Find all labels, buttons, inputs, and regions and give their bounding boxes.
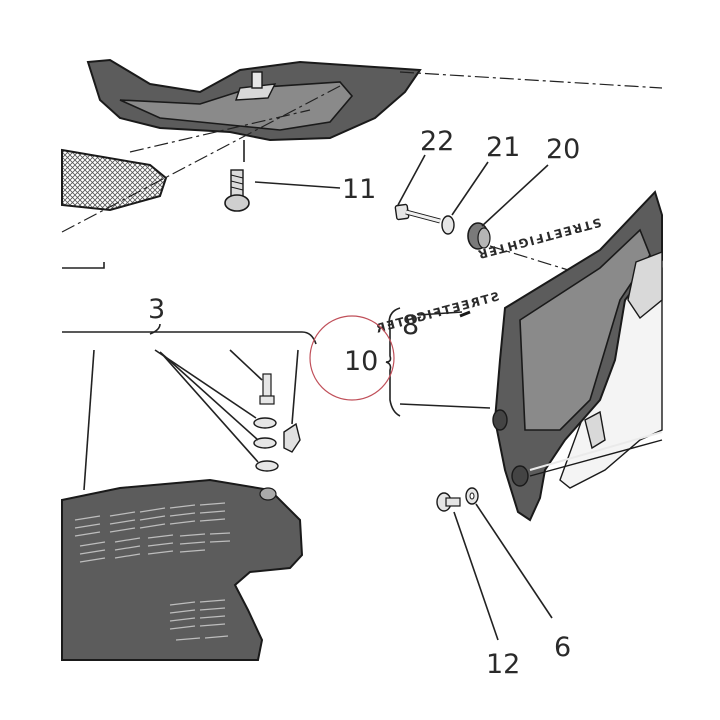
- pad-clip[interactable]: [283, 422, 301, 453]
- side-cover-panel[interactable]: [492, 190, 663, 522]
- callout-labels: 22 21 20 11 3 8 10 12 6: [148, 126, 580, 680]
- reference-bracket-top: [62, 262, 105, 269]
- callout-12[interactable]: 12: [486, 649, 520, 680]
- footrest-pad[interactable]: [61, 478, 304, 661]
- callout-10[interactable]: 10: [344, 346, 378, 377]
- centerline-top: [399, 71, 663, 89]
- pad-washers[interactable]: [253, 417, 279, 472]
- washer-6[interactable]: [465, 487, 479, 505]
- callout-6[interactable]: 6: [554, 632, 571, 663]
- tread-pattern: [74, 502, 231, 641]
- leader-lines: [62, 140, 553, 641]
- callout-21[interactable]: 21: [486, 132, 520, 163]
- callout-8[interactable]: 8: [402, 310, 419, 341]
- callout-3[interactable]: 3: [148, 294, 165, 325]
- grommet-20[interactable]: [467, 222, 491, 250]
- centerline-diagonal: [61, 85, 341, 233]
- pad-bolt[interactable]: [259, 373, 275, 405]
- callout-11[interactable]: 11: [342, 174, 376, 205]
- washer-21[interactable]: [441, 215, 455, 235]
- centerline-upper-short: [129, 109, 311, 153]
- callout-20[interactable]: 20: [546, 134, 580, 165]
- screw-12[interactable]: [436, 492, 461, 512]
- upper-bracket-part[interactable]: [86, 58, 422, 142]
- bolt-11[interactable]: [224, 169, 250, 212]
- highlight-circle: [309, 315, 395, 401]
- decal-text: STREETFIGHTER: [475, 215, 603, 262]
- mesh-panel: [61, 148, 168, 212]
- bolt-22[interactable]: [394, 203, 441, 224]
- callout-22[interactable]: 22: [420, 126, 454, 157]
